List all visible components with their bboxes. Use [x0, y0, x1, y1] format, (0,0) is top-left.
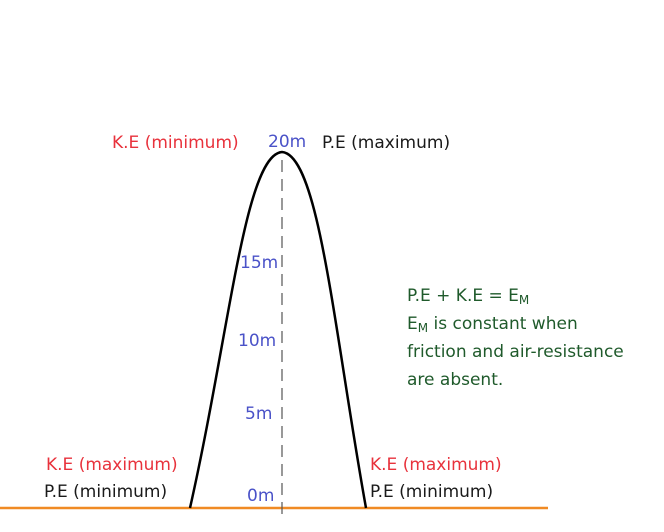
right-pe-label: P.E (minimum) [370, 482, 493, 502]
height-label-20m: 20m [268, 132, 306, 152]
height-label-15m: 15m [240, 253, 278, 273]
note-line-4: are absent. [407, 370, 503, 390]
height-label-5m: 5m [245, 404, 272, 424]
left-ke-label: K.E (maximum) [46, 455, 178, 475]
height-label-0m: 0m [247, 486, 274, 506]
height-label-10m: 10m [238, 331, 276, 351]
trajectory-curve [188, 150, 368, 509]
top-ke-label: K.E (minimum) [112, 133, 239, 153]
left-pe-label: P.E (minimum) [44, 482, 167, 502]
note-line-2: EM is constant when [407, 314, 578, 335]
note-line-1: P.E + K.E = EM [407, 286, 529, 307]
right-ke-label: K.E (maximum) [370, 455, 502, 475]
top-pe-label: P.E (maximum) [322, 133, 450, 153]
conservation-note: P.E + K.E = EM EM is constant when frict… [407, 286, 624, 390]
note-line-3: friction and air-resistance [407, 342, 624, 362]
